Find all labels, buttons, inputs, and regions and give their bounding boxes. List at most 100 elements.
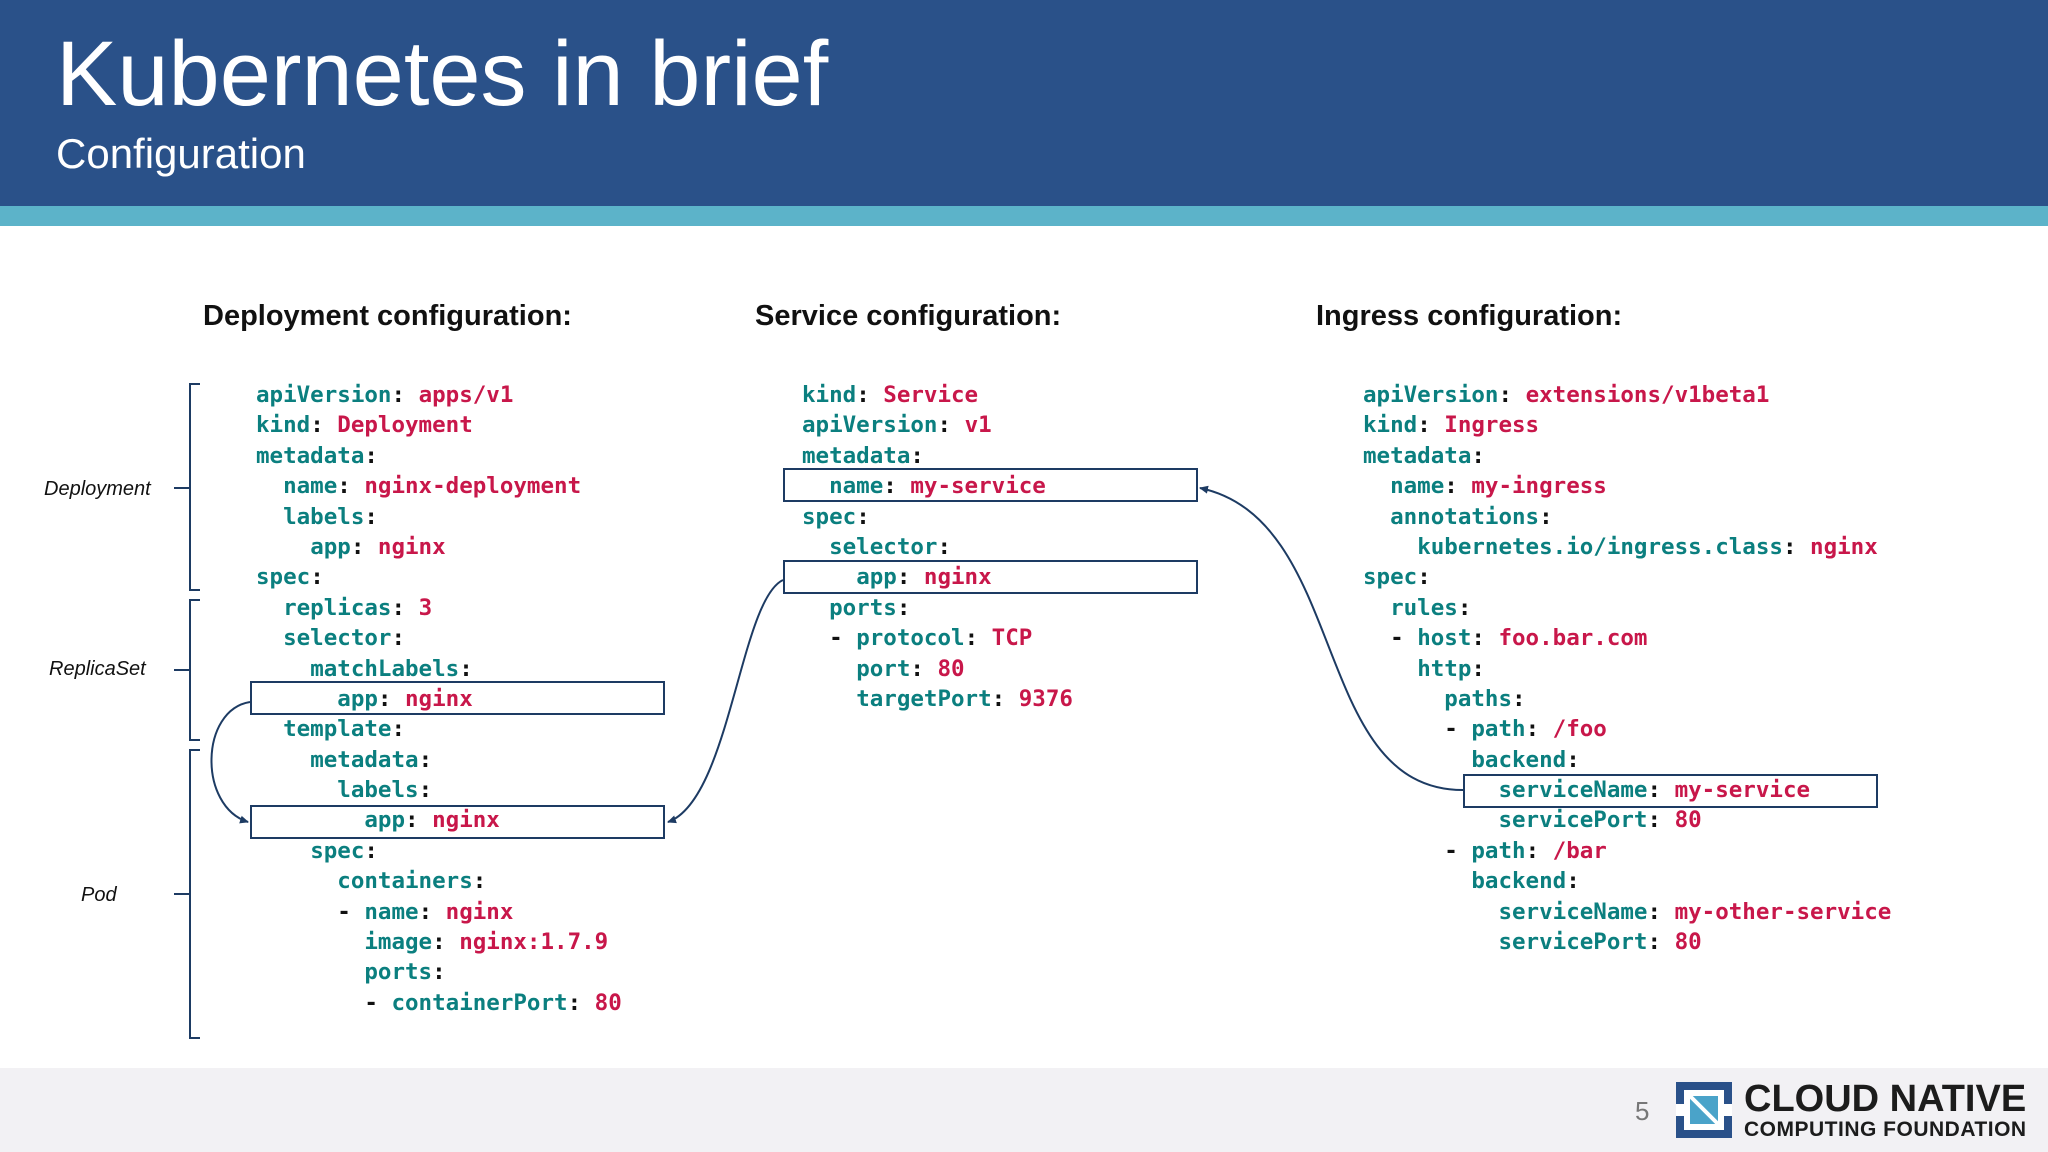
yaml-line: metadata:: [1363, 441, 1891, 471]
yaml-key: apiVersion: [1363, 382, 1499, 408]
yaml-line: - protocol: TCP: [802, 623, 1073, 653]
yaml-key: name: [829, 473, 884, 500]
yaml-key: port: [856, 655, 911, 682]
yaml-key: labels: [283, 503, 365, 530]
yaml-colon: :: [856, 382, 884, 408]
yaml-colon: :: [1647, 777, 1675, 804]
yaml-key: targetPort: [856, 685, 992, 712]
yaml-line: backend:: [1363, 866, 1891, 896]
yaml-line: serviceName: my-service: [1363, 775, 1891, 805]
yaml-key: metadata: [802, 442, 911, 469]
yaml-key: apiVersion: [802, 412, 938, 439]
yaml-line: port: 80: [802, 654, 1073, 684]
logo-text-cloud-native: CLOUD NATIVE: [1744, 1078, 2027, 1120]
yaml-colon: :: [1539, 503, 1553, 530]
yaml-line: paths:: [1363, 684, 1891, 714]
yaml-key: spec: [256, 564, 311, 591]
yaml-key: path: [1471, 716, 1526, 743]
yaml-colon: :: [364, 442, 378, 469]
highlight-pod-template-label: [250, 805, 665, 839]
slide-subtitle: Configuration: [56, 130, 306, 177]
yaml-key: selector: [829, 533, 938, 560]
service-heading: Service configuration:: [755, 300, 1062, 332]
yaml-line: targetPort: 9376: [802, 684, 1073, 714]
yaml-line: kind: Deployment: [256, 410, 622, 440]
yaml-line: containers:: [256, 866, 622, 896]
yaml-colon: :: [405, 807, 433, 834]
header-bar: [0, 0, 2048, 206]
yaml-value: nginx-deployment: [364, 473, 582, 500]
yaml-colon: :: [567, 989, 595, 1016]
yaml-value: my-other-service: [1674, 898, 1892, 925]
yaml-indent: -: [1363, 716, 1472, 743]
yaml-value: 9376: [1018, 685, 1073, 712]
yaml-key: labels: [337, 777, 419, 804]
yaml-colon: :: [1647, 807, 1675, 834]
yaml-colon: :: [883, 473, 911, 500]
yaml-value: 80: [1674, 929, 1702, 956]
yaml-key: servicePort: [1498, 929, 1648, 956]
connector-ingress-to-service: [1199, 485, 1464, 791]
page-number: 5: [1635, 1096, 1650, 1126]
yaml-line: metadata:: [802, 441, 1073, 471]
yaml-colon: :: [391, 625, 406, 652]
yaml-colon: :: [937, 533, 952, 560]
yaml-line: template:: [256, 714, 622, 744]
yaml-line: matchLabels:: [256, 654, 622, 684]
yaml-colon: :: [1417, 564, 1431, 591]
yaml-key: metadata: [256, 442, 365, 469]
yaml-value: 3: [418, 594, 433, 621]
yaml-colon: :: [1566, 868, 1580, 895]
yaml-value: 80: [1674, 807, 1702, 834]
yaml-key: rules: [1390, 594, 1458, 621]
yaml-line: app: nginx: [256, 532, 622, 562]
yaml-colon: :: [418, 898, 446, 925]
yaml-colon: :: [1566, 746, 1580, 773]
yaml-colon: :: [964, 625, 992, 652]
yaml-value: 80: [937, 655, 965, 682]
yaml-key: backend: [1471, 868, 1567, 895]
deployment-heading: Deployment configuration:: [203, 300, 572, 332]
yaml-key: ports: [829, 594, 897, 621]
yaml-value: Deployment: [337, 412, 473, 439]
yaml-value: 80: [594, 989, 622, 1016]
yaml-line: rules:: [1363, 593, 1891, 623]
yaml-line: selector:: [256, 623, 622, 653]
yaml-colon: :: [1417, 412, 1445, 439]
yaml-colon: :: [1471, 442, 1485, 469]
yaml-colon: :: [350, 533, 378, 560]
yaml-line: servicePort: 80: [1363, 805, 1891, 835]
yaml-indent: -: [802, 625, 857, 652]
yaml-colon: :: [1647, 898, 1675, 925]
yaml-key: replicas: [283, 594, 392, 621]
yaml-line: ports:: [802, 593, 1073, 623]
yaml-value: nginx: [445, 898, 514, 925]
yaml-key: selector: [283, 625, 392, 652]
yaml-value: apps/v1: [418, 382, 514, 408]
yaml-value: my-service: [910, 473, 1046, 500]
yaml-key: annotations: [1390, 503, 1540, 530]
yaml-key: name: [283, 473, 338, 500]
yaml-line: serviceName: my-other-service: [1363, 897, 1891, 927]
yaml-value: my-service: [1674, 777, 1811, 804]
yaml-key: name: [364, 898, 419, 925]
yaml-colon: :: [1444, 473, 1472, 500]
ingress-heading: Ingress configuration:: [1316, 300, 1623, 332]
yaml-line: - name: nginx: [256, 897, 622, 927]
yaml-key: template: [283, 716, 392, 743]
side-label-deployment: Deployment: [44, 478, 151, 500]
yaml-colon: :: [432, 929, 460, 956]
yaml-colon: :: [377, 685, 406, 712]
bracket-replicaset: [174, 599, 200, 741]
yaml-colon: :: [1525, 837, 1553, 864]
logo-text-cncf: COMPUTING FOUNDATION: [1744, 1118, 2027, 1141]
yaml-colon: :: [459, 655, 473, 682]
yaml-key: kind: [256, 412, 311, 439]
yaml-key: backend: [1471, 746, 1567, 773]
yaml-colon: :: [391, 382, 419, 408]
yaml-line: apiVersion: apps/v1: [256, 380, 622, 410]
yaml-key: app: [310, 533, 351, 560]
